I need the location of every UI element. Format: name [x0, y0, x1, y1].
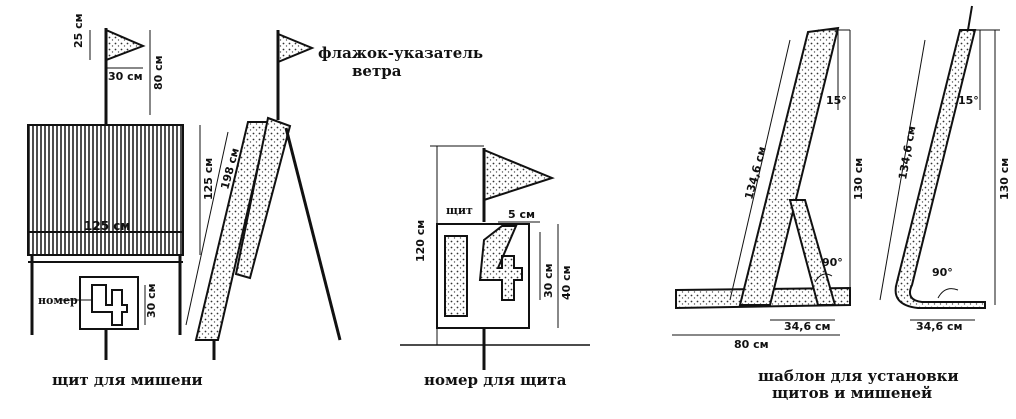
dim-digit-offset: 5 см	[508, 208, 535, 221]
dim-shield-total-height: 120 см	[414, 220, 427, 262]
tmpl-base-small-2: 34,6 см	[916, 320, 962, 333]
tmpl-base-small-1: 34,6 см	[784, 320, 830, 333]
figure-shield-number	[400, 145, 590, 370]
template-1-board	[738, 26, 840, 306]
figure-template-2	[879, 5, 1000, 321]
template-2-board	[894, 29, 986, 309]
shield-board	[27, 124, 184, 256]
tmpl-angle-90-2: 90°	[932, 266, 953, 279]
label-shield-small: щит	[446, 204, 473, 217]
support-board	[194, 121, 270, 341]
label-flag-pointer-2: ветра	[352, 62, 402, 80]
flag-1	[105, 28, 146, 62]
tmpl-angle-15-2: 15°	[958, 94, 979, 107]
label-number-small: номер	[38, 294, 78, 307]
tmpl-height-1: 130 см	[852, 158, 865, 200]
dim-flag-width: 30 см	[108, 70, 143, 83]
dim-pole-above: 80 см	[152, 55, 165, 90]
figure-support	[185, 30, 342, 360]
dim-flag-height: 25 см	[72, 13, 85, 48]
tmpl-diag-2: 134,6 см	[896, 125, 918, 181]
flag-3	[483, 148, 555, 202]
caption-shield-number: номер для щита	[424, 371, 567, 389]
dim-digit-height: 30 см	[542, 263, 555, 298]
number-plate-1	[79, 276, 139, 330]
caption-target-shield: щит для мишени	[52, 371, 203, 389]
tmpl-base: 80 см	[734, 338, 769, 351]
dim-shield-width: 125 см	[84, 219, 130, 233]
dim-plate-height: 40 см	[560, 265, 573, 300]
digit-four-1	[91, 284, 128, 326]
digit-four-2	[478, 225, 523, 301]
figure-target-shield	[27, 28, 201, 360]
template-1-brace	[788, 199, 837, 306]
tmpl-angle-90-1: 90°	[822, 256, 843, 269]
support-rear-leg	[284, 127, 342, 341]
dim-number-height: 30 см	[145, 283, 158, 318]
flag-2	[277, 32, 315, 64]
tmpl-height-2: 130 см	[998, 158, 1011, 200]
dim-shield-height: 125 см	[202, 158, 215, 200]
tmpl-angle-15-1: 15°	[826, 94, 847, 107]
tmpl-diag-1: 134,6 см	[742, 145, 769, 201]
caption-template-line2: щитов и мишеней	[772, 384, 933, 402]
caption-template-line1: шаблон для установки	[758, 367, 959, 385]
label-flag-pointer-1: флажок-указатель	[318, 44, 483, 62]
figure-template-1	[672, 26, 851, 336]
